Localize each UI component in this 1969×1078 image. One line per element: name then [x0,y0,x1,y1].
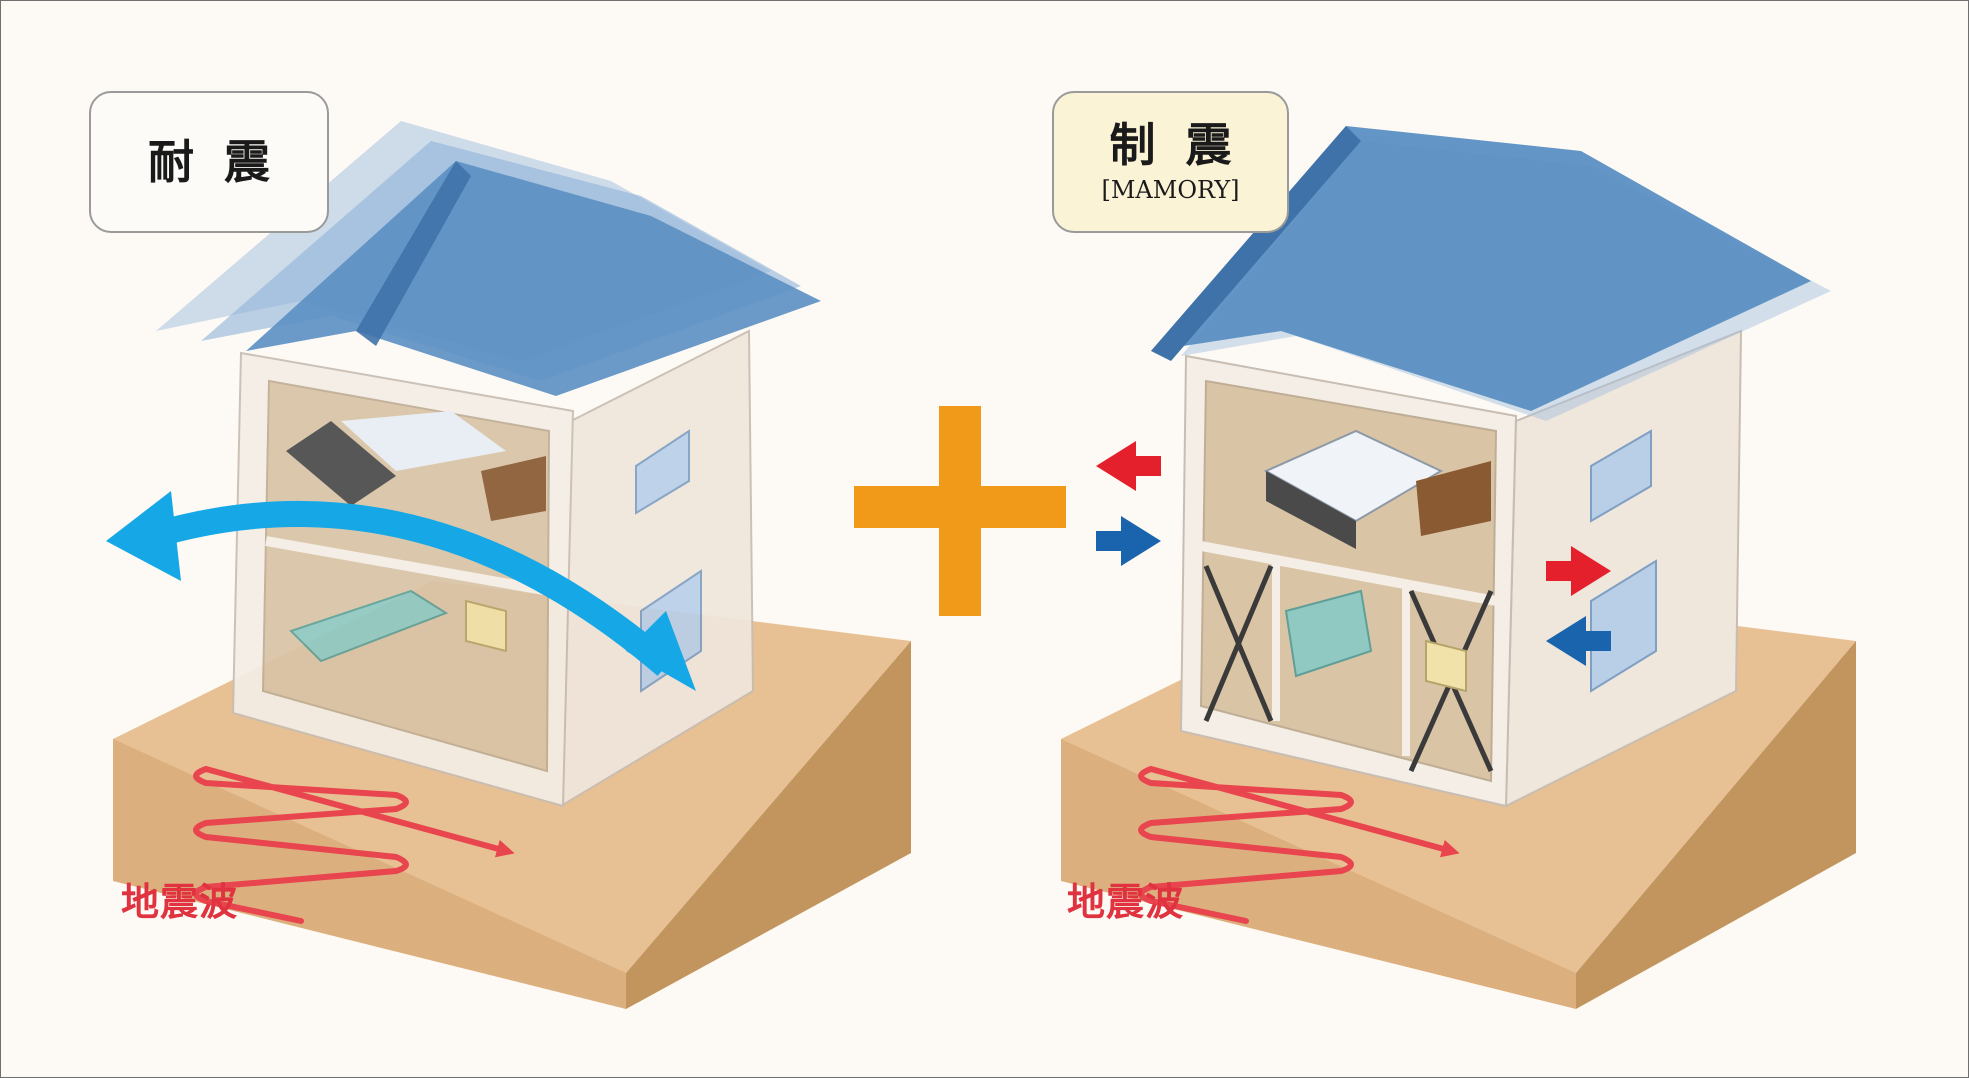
arrow-red-icon [1546,546,1611,596]
force-arrows [1096,441,1611,666]
label-title: 制震 [1109,118,1262,172]
seismic-wave-icon [193,765,515,924]
house-right [1179,329,1743,808]
double-arrow-icon [106,491,696,691]
label-taishin: 耐震 [89,91,329,233]
arrow-blue-icon [1546,616,1611,666]
plus-icon [854,406,1066,616]
arrow-blue-icon [1096,516,1161,566]
seismic-wave-label: 地震波 [121,880,239,924]
roof-right [1151,126,1831,421]
arrow-red-icon [1096,441,1161,491]
seismic-wave-label: 地震波 [1067,880,1185,924]
right-scene [1061,126,1856,1009]
house-left [231,329,755,808]
label-subtitle: [MAMORY] [1101,176,1240,204]
seismic-wave-icon [1138,765,1460,924]
label-seishin: 制震 [MAMORY] [1052,91,1289,233]
roof-left [156,121,821,396]
left-scene [106,121,911,1009]
label-title: 耐震 [148,135,300,189]
